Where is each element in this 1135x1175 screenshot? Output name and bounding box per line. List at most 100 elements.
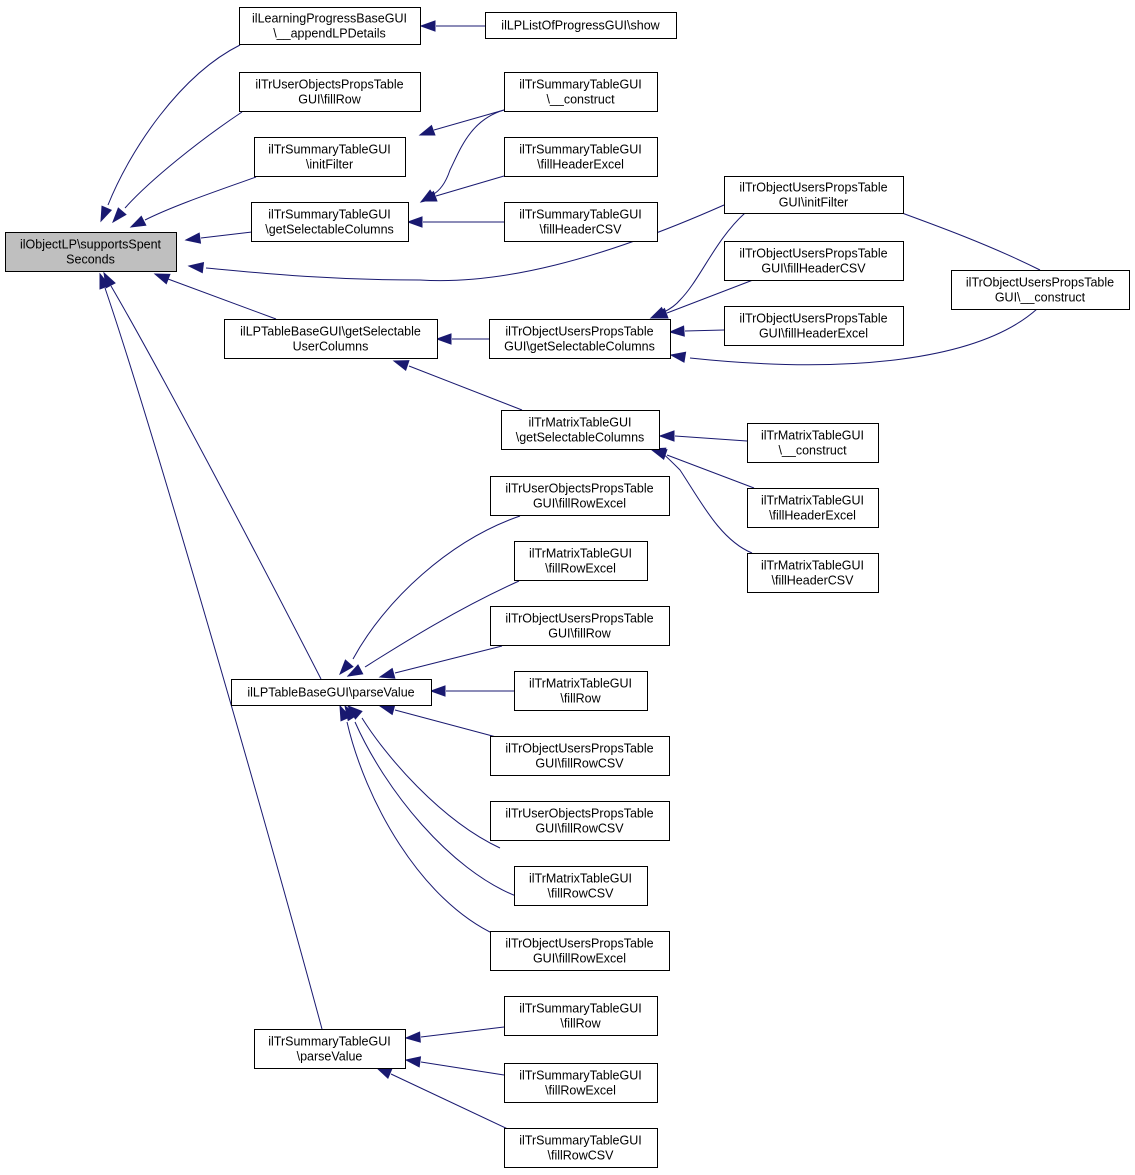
edge-trSumParse-to-root bbox=[99, 272, 323, 1030]
edge-line bbox=[110, 285, 322, 680]
node-box bbox=[224, 319, 438, 359]
node-trMatrixFillHdrCSV[interactable]: ilTrMatrixTableGUI\fillHeaderCSV bbox=[747, 553, 879, 593]
node-label-line: GUI\fillRowExcel bbox=[533, 497, 626, 511]
edge-line bbox=[431, 109, 505, 196]
edge-trSumFillRowExcel-to-trSumParse bbox=[404, 1056, 505, 1076]
node-label-line: ilTrSummaryTableGUI bbox=[519, 1069, 641, 1083]
node-trSumGetSel[interactable]: ilTrSummaryTableGUI\getSelectableColumns bbox=[251, 202, 409, 242]
node-trUserObjFillRowExcel[interactable]: ilTrUserObjectsPropsTableGUI\fillRowExce… bbox=[490, 476, 670, 516]
arrowhead bbox=[375, 1067, 393, 1079]
edge-trSumInitFilter-to-root bbox=[129, 176, 257, 228]
node-lpTableParse[interactable]: ilLPTableBaseGUI\parseValue bbox=[231, 679, 432, 706]
edge-line bbox=[107, 44, 241, 206]
node-label-line: \getSelectableColumns bbox=[265, 223, 394, 237]
node-box bbox=[251, 202, 409, 242]
node-label-line: ilTrObjectUsersPropsTable bbox=[505, 325, 653, 339]
node-trMatrixFillRow[interactable]: ilTrMatrixTableGUI\fillRow bbox=[514, 671, 648, 711]
arrowhead bbox=[392, 360, 410, 372]
node-trSumFillRowCSV[interactable]: ilTrSummaryTableGUI\fillRowCSV bbox=[504, 1128, 658, 1168]
node-label-line: ilTrSummaryTableGUI bbox=[519, 143, 641, 157]
node-trSumParse[interactable]: ilTrSummaryTableGUI\parseValue bbox=[254, 1029, 406, 1069]
node-trMatrixConstruct[interactable]: ilTrMatrixTableGUI\__construct bbox=[747, 423, 879, 463]
node-label-line: ilTrObjectUsersPropsTable bbox=[505, 937, 653, 951]
node-box bbox=[747, 423, 879, 463]
node-label-line: GUI\getSelectableColumns bbox=[504, 340, 655, 354]
node-label-line: \fillRow bbox=[560, 692, 601, 706]
node-label-line: ilTrUserObjectsPropsTable bbox=[505, 807, 653, 821]
node-label-line: \fillHeaderCSV bbox=[772, 574, 855, 588]
edge-trMatrixConstruct-to-trMatrixGetSel bbox=[658, 430, 748, 442]
edge-line bbox=[200, 231, 253, 239]
node-label-line: \fillHeaderCSV bbox=[540, 223, 623, 237]
node-trSumFillHdrExcel[interactable]: ilTrSummaryTableGUI\fillHeaderExcel bbox=[504, 137, 658, 177]
edge-trSumGetSel-to-root bbox=[184, 231, 253, 244]
node-label-line: ilObjectLP\supportsSpent bbox=[20, 238, 162, 252]
node-trMatrixFillRowExcel[interactable]: ilTrMatrixTableGUI\fillRowExcel bbox=[514, 541, 648, 581]
node-box bbox=[239, 72, 421, 112]
node-trObjUsersFillHdrExcel[interactable]: ilTrObjectUsersPropsTableGUI\fillHeaderE… bbox=[724, 306, 904, 346]
edge-line bbox=[394, 645, 503, 674]
node-label-line: \fillHeaderExcel bbox=[769, 509, 856, 523]
node-label-line: ilTrSummaryTableGUI bbox=[519, 1002, 641, 1016]
node-label-line: ilLearningProgressBaseGUI bbox=[252, 12, 407, 26]
edge-trSumFillHdrExcel-to-trSumGetSel bbox=[420, 175, 505, 202]
node-lpTableGetSelUser[interactable]: ilLPTableBaseGUI\getSelectableUserColumn… bbox=[224, 319, 438, 359]
edge-trObjUsersGetSel-to-lpTableGetSelUser bbox=[435, 333, 489, 345]
node-label-line: GUI\fillRow bbox=[548, 627, 611, 641]
edge-trObjUsersFillRowExcel-to-lpTableParse bbox=[339, 704, 497, 936]
arrowhead bbox=[112, 207, 127, 224]
node-trObjUsersFillRowExcel[interactable]: ilTrObjectUsersPropsTableGUI\fillRowExce… bbox=[490, 931, 670, 971]
edge-line bbox=[408, 365, 523, 411]
node-label-line: \fillRowExcel bbox=[545, 562, 616, 576]
arrowhead bbox=[404, 1056, 422, 1068]
edge-lpTableGetSelUser-to-root bbox=[153, 273, 277, 320]
node-label-line: ilTrObjectUsersPropsTable bbox=[505, 612, 653, 626]
node-trObjUsersFillHdrCSV[interactable]: ilTrObjectUsersPropsTableGUI\fillHeaderC… bbox=[724, 241, 904, 281]
node-trSumInitFilter[interactable]: ilTrSummaryTableGUI\initFilter bbox=[254, 137, 406, 177]
edge-trMatrixFillRow-to-lpTableParse bbox=[429, 685, 514, 697]
node-label-line: Seconds bbox=[66, 253, 115, 267]
node-trMatrixFillHdrExcel[interactable]: ilTrMatrixTableGUI\fillHeaderExcel bbox=[747, 488, 879, 528]
node-trSumFillRow[interactable]: ilTrSummaryTableGUI\fillRow bbox=[504, 996, 658, 1036]
edge-line bbox=[435, 175, 505, 197]
node-lpBaseAppend[interactable]: ilLearningProgressBaseGUI\__appendLPDeta… bbox=[239, 7, 421, 45]
edge-line bbox=[205, 204, 725, 282]
node-label-line: GUI\fillRowCSV bbox=[535, 822, 624, 836]
edge-trObjUsersConstruct-to-trObjUsersGetSel bbox=[669, 308, 1038, 366]
node-trSumFillRowExcel[interactable]: ilTrSummaryTableGUI\fillRowExcel bbox=[504, 1063, 658, 1103]
node-box bbox=[747, 553, 879, 593]
node-trSumConstruct[interactable]: ilTrSummaryTableGUI\__construct bbox=[504, 72, 658, 112]
node-label-line: \getSelectableColumns bbox=[516, 431, 645, 445]
node-trSumFillHdrCSV[interactable]: ilTrSummaryTableGUI\fillHeaderCSV bbox=[504, 202, 658, 242]
node-box bbox=[514, 671, 648, 711]
node-trMatrixFillRowCSV[interactable]: ilTrMatrixTableGUI\fillRowCSV bbox=[514, 866, 648, 906]
arrowhead bbox=[404, 1031, 421, 1043]
node-box bbox=[504, 996, 658, 1036]
edge-line bbox=[684, 329, 725, 332]
node-trMatrixGetSel[interactable]: ilTrMatrixTableGUI\getSelectableColumns bbox=[501, 410, 660, 450]
node-label-line: \fillHeaderExcel bbox=[537, 158, 624, 172]
node-box bbox=[490, 931, 670, 971]
edge-trMatrixFillRowExcel-to-lpTableParse bbox=[346, 580, 520, 677]
edge-line bbox=[364, 580, 520, 668]
node-label-line: ilTrObjectUsersPropsTable bbox=[739, 312, 887, 326]
node-label-line: ilLPListOfProgressGUI\show bbox=[501, 19, 660, 33]
edge-line bbox=[167, 278, 277, 320]
node-box bbox=[254, 1029, 406, 1069]
node-box bbox=[490, 736, 670, 776]
node-box bbox=[514, 866, 648, 906]
node-label-line: ilTrObjectUsersPropsTable bbox=[505, 742, 653, 756]
node-label-line: ilTrMatrixTableGUI bbox=[761, 429, 864, 443]
node-label-line: GUI\fillRowExcel bbox=[533, 952, 626, 966]
edge-trObjUsersInitFilter-to-root bbox=[187, 204, 725, 282]
node-lpListShow[interactable]: ilLPListOfProgressGUI\show bbox=[485, 12, 677, 39]
node-trObjUsersGetSel[interactable]: ilTrObjectUsersPropsTableGUI\getSelectab… bbox=[489, 319, 671, 359]
